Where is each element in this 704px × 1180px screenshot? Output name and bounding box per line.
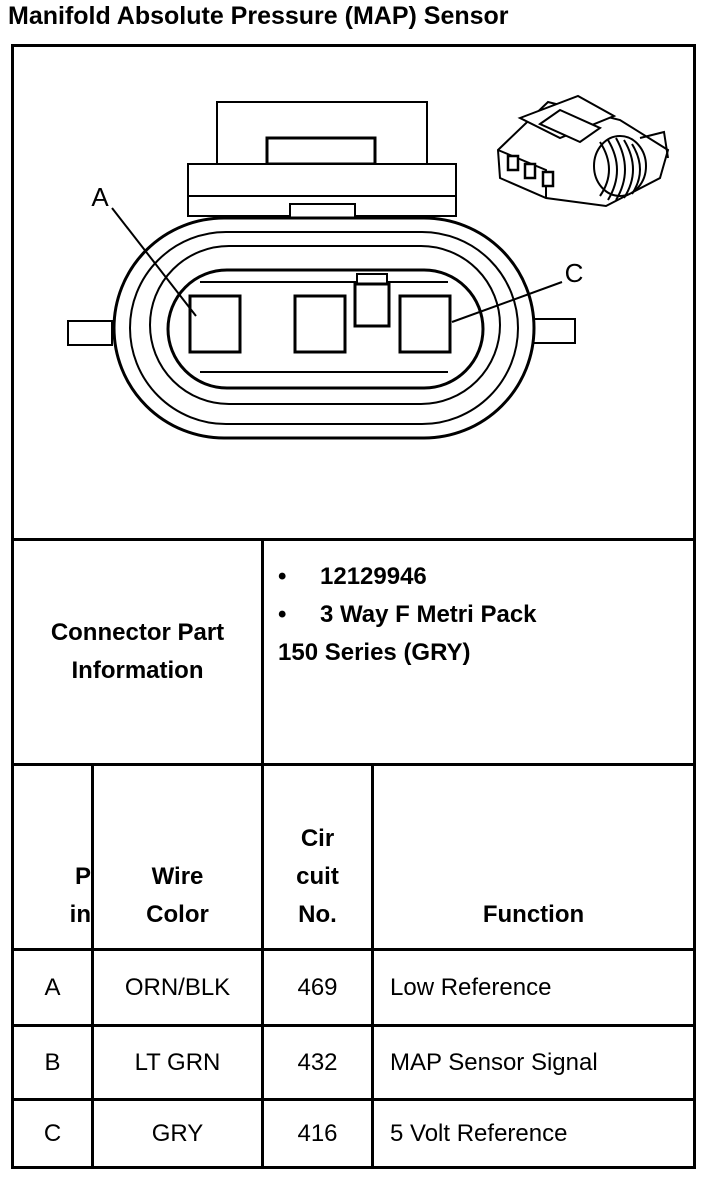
connector-info-label: Connector Part Information [14,541,261,763]
divider-row-a [11,1024,696,1027]
header-pin: P in [14,766,91,948]
header-circuit: Cir cuit No. [264,766,371,948]
header-wire-color: Wire Color [94,766,261,948]
row-b-wire: LT GRN [134,1048,221,1076]
header-pin-line1: P [74,863,91,890]
header-circuit-line3: No. [298,901,337,928]
part-bullet: •12129946 [278,558,537,596]
header-function-label: Function [482,901,585,928]
terminal-a [188,294,242,354]
divider-connector-info [11,538,696,541]
header-function: Function [374,766,693,948]
connector-info-label-line1: Connector Part [50,619,225,646]
row-c-pin: C [43,1119,62,1147]
terminal-c [398,294,452,354]
connector-3-way-icon [496,94,670,208]
diagram-frame [11,44,696,1169]
divider-row-b [11,1098,696,1101]
divider-col-2 [261,538,264,1169]
connector-info-label-line2: Information [71,657,204,684]
callout-a: A [91,182,109,212]
terminal-b [293,294,347,354]
row-c-function: 5 Volt Reference [390,1119,568,1147]
row-b-circuit: 432 [297,1048,338,1076]
divider-table-top [11,763,696,766]
divider-col-3 [371,763,374,1169]
part-number: 12129946 [320,563,427,590]
row-a-pin: A [44,973,61,1001]
divider-col-1 [91,763,94,1169]
part-series: 150 Series (GRY) [278,639,471,666]
part-bullet: •3 Way F Metri Pack [278,596,537,634]
divider-header [11,948,696,951]
header-wire-line1: Wire [151,863,204,890]
header-pin-line2: in [69,901,91,928]
connector-face-diagram: A C [67,94,670,440]
header-wire-line2: Color [146,901,209,928]
row-a-wire: ORN/BLK [124,973,231,1001]
part-type: 3 Way F Metri Pack [320,601,537,628]
page-title: Manifold Absolute Pressure (MAP) Sensor [8,2,509,30]
row-c-wire: GRY [151,1119,204,1147]
row-c-circuit: 416 [297,1119,338,1147]
row-b-pin: B [44,1048,61,1076]
callout-c: C [565,258,584,288]
row-a-function: Low Reference [390,973,552,1001]
header-circuit-line2: cuit [296,863,339,890]
row-b-function: MAP Sensor Signal [390,1048,598,1076]
row-a-circuit: 469 [297,973,338,1001]
header-circuit-line1: Cir [300,825,335,852]
connector-info-values: •12129946 •3 Way F Metri Pack 150 Series… [278,558,537,672]
